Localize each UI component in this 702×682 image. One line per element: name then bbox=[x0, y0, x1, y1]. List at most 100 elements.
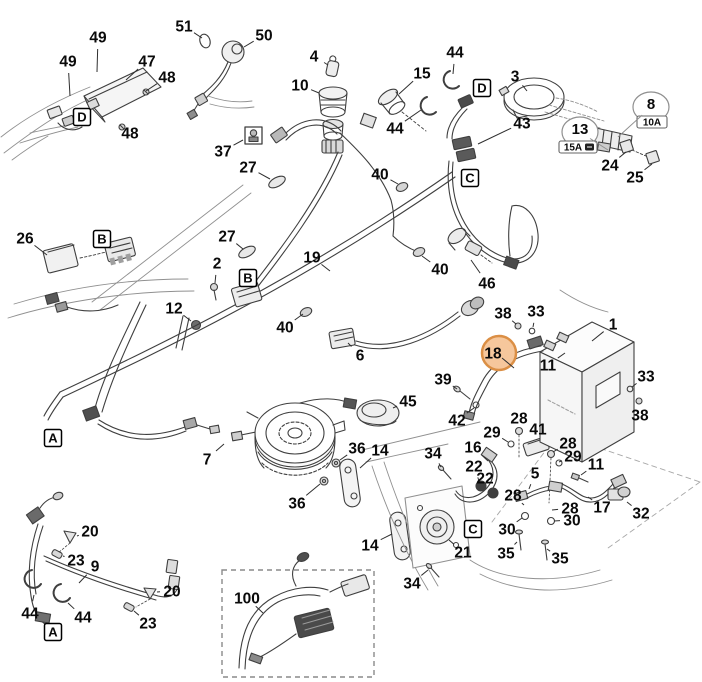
callout-44-68[interactable]: 44 bbox=[21, 606, 39, 623]
callout-38-28[interactable]: 38 bbox=[494, 306, 512, 323]
callout-29-48[interactable]: 29 bbox=[564, 449, 582, 466]
amp-rating-text: 15A bbox=[564, 143, 582, 154]
callout-34-42[interactable]: 34 bbox=[424, 446, 442, 463]
fuse-number: 8 bbox=[647, 96, 655, 113]
callout-16-43[interactable]: 16 bbox=[464, 440, 482, 457]
callout-49-1[interactable]: 49 bbox=[59, 54, 77, 71]
callout-30-55[interactable]: 30 bbox=[563, 513, 580, 530]
leader-line bbox=[243, 40, 254, 48]
relay-part bbox=[42, 243, 79, 274]
callout-19-23[interactable]: 19 bbox=[303, 250, 321, 267]
leader-line bbox=[551, 508, 559, 511]
callout-2-21[interactable]: 2 bbox=[213, 256, 222, 273]
callout-4-9[interactable]: 4 bbox=[310, 49, 319, 66]
leader-line bbox=[235, 243, 244, 250]
callout-29-44[interactable]: 29 bbox=[483, 425, 501, 442]
callout-1-30[interactable]: 1 bbox=[609, 317, 618, 334]
callout-23-67[interactable]: 23 bbox=[139, 616, 157, 633]
callout-10-10[interactable]: 10 bbox=[291, 78, 308, 95]
leader-line bbox=[481, 454, 489, 462]
callout-38-33[interactable]: 38 bbox=[631, 408, 649, 425]
callout-5-51[interactable]: 5 bbox=[531, 466, 540, 483]
callout-48-3[interactable]: 48 bbox=[158, 70, 176, 87]
leader-line bbox=[552, 448, 558, 453]
callout-40-24[interactable]: 40 bbox=[431, 262, 448, 279]
leader-line bbox=[404, 109, 422, 122]
callout-21-59[interactable]: 21 bbox=[454, 545, 472, 562]
leader-line bbox=[214, 274, 217, 284]
callout-20-63[interactable]: 20 bbox=[81, 524, 98, 541]
callout-36-38[interactable]: 36 bbox=[348, 441, 366, 458]
callout-26-19[interactable]: 26 bbox=[16, 231, 34, 248]
callout-46-27[interactable]: 46 bbox=[478, 276, 496, 293]
callout-50-6[interactable]: 50 bbox=[255, 28, 272, 45]
leader-line bbox=[521, 502, 525, 506]
callout-27-20[interactable]: 27 bbox=[218, 229, 235, 246]
callout-28-54[interactable]: 28 bbox=[561, 501, 579, 518]
leader-line bbox=[501, 357, 515, 369]
cap-part bbox=[356, 399, 400, 427]
callout-18-highlighted[interactable]: 18 bbox=[484, 346, 502, 363]
leader-line bbox=[477, 477, 480, 482]
nut-part bbox=[546, 449, 556, 459]
section-box bbox=[472, 78, 492, 98]
callout-39-34[interactable]: 39 bbox=[434, 372, 452, 389]
callout-14-40[interactable]: 14 bbox=[371, 443, 389, 460]
callout-22-49[interactable]: 22 bbox=[465, 459, 482, 476]
callout-7-37[interactable]: 7 bbox=[203, 452, 212, 469]
leader-line bbox=[528, 484, 532, 490]
callout-35-60[interactable]: 35 bbox=[497, 546, 515, 563]
nut-part bbox=[514, 426, 524, 436]
callout-9-65[interactable]: 9 bbox=[91, 559, 100, 576]
callout-6-26[interactable]: 6 bbox=[356, 348, 365, 365]
callout-23-64[interactable]: 23 bbox=[67, 553, 85, 570]
callout-35-61[interactable]: 35 bbox=[551, 551, 569, 568]
callout-28-53[interactable]: 28 bbox=[504, 488, 522, 505]
callout-44-12[interactable]: 44 bbox=[446, 45, 464, 62]
callout-11-52[interactable]: 11 bbox=[588, 457, 605, 474]
callout-45-36[interactable]: 45 bbox=[399, 394, 417, 411]
group-callout-100[interactable]: 100 bbox=[234, 591, 260, 608]
callout-40-25[interactable]: 40 bbox=[276, 320, 293, 337]
bracket-part bbox=[339, 458, 361, 508]
leader-line bbox=[631, 383, 637, 388]
callout-32-58[interactable]: 32 bbox=[632, 506, 649, 523]
callout-44-13[interactable]: 44 bbox=[386, 121, 404, 138]
callout-47-2[interactable]: 47 bbox=[138, 54, 155, 71]
fuse-number: 13 bbox=[572, 121, 589, 138]
amp-rating-text: 10A bbox=[643, 118, 661, 129]
callout-51-5[interactable]: 51 bbox=[175, 19, 193, 36]
callout-12-22[interactable]: 12 bbox=[165, 301, 182, 318]
highlight-circle[interactable] bbox=[480, 334, 518, 372]
callout-22-50[interactable]: 22 bbox=[476, 471, 493, 488]
callout-20-66[interactable]: 20 bbox=[163, 584, 180, 601]
callout-27-8[interactable]: 27 bbox=[239, 160, 256, 177]
callout-17-57[interactable]: 17 bbox=[593, 500, 610, 517]
callout-14-41[interactable]: 14 bbox=[361, 538, 379, 555]
callout-30-56[interactable]: 30 bbox=[498, 522, 515, 539]
clip-part bbox=[299, 307, 313, 317]
callout-33-29[interactable]: 33 bbox=[527, 304, 545, 321]
callout-42-35[interactable]: 42 bbox=[448, 413, 465, 430]
callout-43-16[interactable]: 43 bbox=[513, 116, 531, 133]
callout-33-32[interactable]: 33 bbox=[637, 369, 655, 386]
callout-28-45[interactable]: 28 bbox=[510, 411, 528, 428]
callout-36-39[interactable]: 36 bbox=[288, 496, 306, 513]
callout-34-62[interactable]: 34 bbox=[403, 576, 421, 593]
callout-25-18[interactable]: 25 bbox=[626, 170, 644, 187]
callout-11-31[interactable]: 11 bbox=[540, 358, 557, 375]
callout-37-7[interactable]: 37 bbox=[214, 144, 231, 161]
callout-48-4[interactable]: 48 bbox=[121, 126, 139, 143]
callout-24-17[interactable]: 24 bbox=[601, 158, 619, 175]
callout-41-46[interactable]: 41 bbox=[529, 422, 547, 439]
callout-3-15[interactable]: 3 bbox=[511, 69, 520, 86]
callout-28-47[interactable]: 28 bbox=[559, 436, 577, 453]
callout-49-0[interactable]: 49 bbox=[89, 30, 107, 47]
callout-40-14[interactable]: 40 bbox=[371, 167, 388, 184]
callout-15-11[interactable]: 15 bbox=[413, 66, 431, 83]
leader-line bbox=[644, 163, 653, 171]
callout-44-69[interactable]: 44 bbox=[74, 610, 92, 627]
section-box bbox=[72, 107, 92, 127]
